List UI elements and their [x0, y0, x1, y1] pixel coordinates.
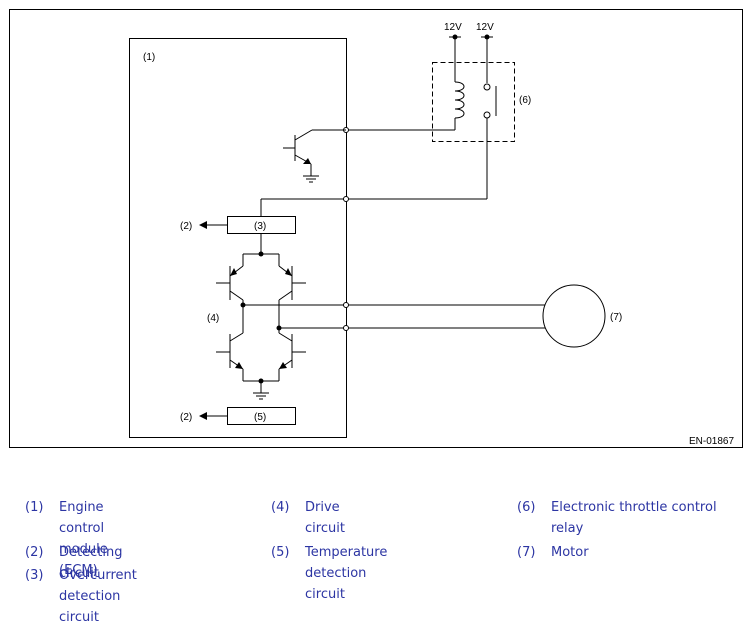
drive-label: (4) — [207, 313, 219, 324]
supply-coil-label: 12V — [444, 22, 462, 33]
supply-contact-label: 12V — [476, 22, 494, 33]
legend-num: (5) — [271, 545, 290, 560]
figure-id: EN-01867 — [689, 436, 734, 447]
detect-arrow-a — [199, 221, 207, 229]
overcurrent-label: (3) — [254, 221, 266, 232]
legend-text: Overcurrent detection circuit — [59, 568, 137, 625]
relay-contact-top — [483, 83, 491, 91]
relay-drive-transistor — [283, 129, 346, 176]
ground-symbol-bottom — [253, 392, 269, 400]
legend-text: Drive circuit — [305, 500, 345, 536]
legend-num: (7) — [517, 545, 536, 560]
relay-label: (6) — [519, 95, 531, 106]
legend-text: Detecting circuit — [59, 545, 123, 581]
overcurrent-box — [227, 216, 296, 234]
detect-arrow-b — [199, 412, 207, 420]
drive-circuit — [216, 254, 306, 393]
legend-num: (6) — [517, 500, 536, 515]
temperature-box — [227, 407, 296, 425]
temperature-label: (5) — [254, 412, 266, 423]
ecm-box — [129, 38, 347, 438]
detect-label-b: (2) — [180, 412, 192, 423]
ground-symbol-top — [303, 175, 319, 183]
relay-coil — [454, 81, 465, 119]
motor — [542, 284, 606, 348]
legend-num: (3) — [25, 568, 44, 583]
diagram-frame — [9, 9, 743, 448]
legend-num: (4) — [271, 500, 290, 515]
motor-label: (7) — [610, 312, 622, 323]
relay-contact-bottom — [483, 111, 491, 119]
ecm-label: (1) — [143, 52, 155, 63]
legend: (1) Engine control module (ECM) (2) Dete… — [0, 492, 752, 625]
legend-text: Motor — [551, 545, 589, 560]
wiring-diagram: (1) (6) 12V 12V (3) (2) — [9, 9, 743, 448]
legend-num: (1) — [25, 500, 44, 515]
legend-text: Electronic throttle control relay — [551, 500, 717, 536]
legend-text: Temperature detection circuit — [305, 545, 388, 602]
legend-num: (2) — [25, 545, 44, 560]
relay-box — [432, 62, 515, 142]
legend-text: Engine control module (ECM) — [59, 500, 108, 578]
detect-label-a: (2) — [180, 221, 192, 232]
